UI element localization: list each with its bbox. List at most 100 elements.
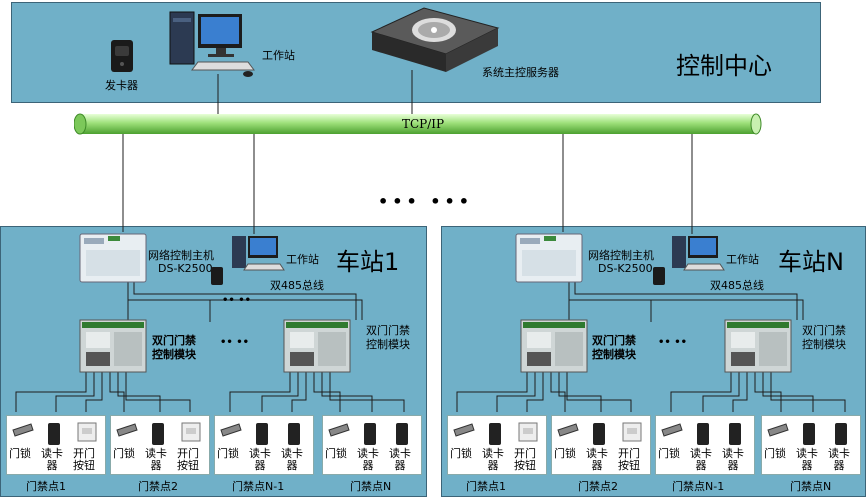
network-controller-icon — [79, 233, 147, 283]
card-reader-icon — [288, 423, 300, 445]
access-point-card: 门锁 读卡 器 开门 按钮 — [551, 415, 651, 475]
module-1-label: 双门门禁 控制模块 — [592, 334, 636, 361]
button-label: 开门 按钮 — [618, 447, 640, 472]
module-2-label: 双门门禁 控制模块 — [366, 324, 410, 351]
ellipsis-small-1: •• •• — [222, 295, 252, 306]
lock-label: 门锁 — [554, 447, 576, 460]
lock-label: 门锁 — [325, 447, 347, 460]
door-lock-icon — [661, 423, 683, 437]
lock-label: 门锁 — [217, 447, 239, 460]
access-point-card: 门锁 读卡 器 读卡 器 — [655, 415, 755, 475]
bus485-label: 双485总线 — [270, 279, 324, 292]
exit-button-icon — [181, 422, 201, 442]
card-reader-icon — [152, 423, 164, 445]
door-module-1-icon — [520, 319, 588, 373]
card-reader-icon — [256, 423, 268, 445]
card-reader-icon — [729, 423, 741, 445]
card-reader-icon — [48, 423, 60, 445]
module-1-label: 双门门禁 控制模块 — [152, 334, 196, 361]
exit-button-icon — [518, 422, 538, 442]
network-controller-icon — [515, 233, 583, 283]
reader-label: 读卡 器 — [281, 447, 303, 472]
module-2-label: 双门门禁 控制模块 — [802, 324, 846, 351]
stations-ellipsis: ••• ••• — [378, 192, 473, 211]
controller-model: DS-K2500 — [158, 262, 213, 275]
access-point-card: 门锁 读卡 器 开门 按钮 — [447, 415, 547, 475]
card-reader-icon — [697, 423, 709, 445]
ellipsis-small-2: •• •• — [220, 337, 250, 348]
reader-label: 读卡 器 — [389, 447, 411, 472]
card-reader-icon — [835, 423, 847, 445]
lock-label: 门锁 — [658, 447, 680, 460]
access-point-label: 门禁点1 — [26, 480, 66, 493]
station-workstation-label: 工作站 — [726, 253, 759, 266]
access-point-card: 门锁 读卡 器 读卡 器 — [214, 415, 314, 475]
door-module-2-icon — [724, 319, 792, 373]
control-center-title: 控制中心 — [676, 52, 772, 80]
reader-label: 读卡 器 — [249, 447, 271, 472]
exit-button-icon — [622, 422, 642, 442]
access-point-label: 门禁点N — [350, 480, 392, 493]
station-card-issuer-icon — [653, 267, 665, 285]
ellipsis-small-3: •• •• — [658, 337, 688, 348]
reader-label: 读卡 器 — [722, 447, 744, 472]
lock-label: 门锁 — [9, 447, 31, 460]
access-point-label: 门禁点N — [790, 480, 832, 493]
reader-label: 读卡 器 — [796, 447, 818, 472]
access-point-card: 门锁 读卡 器 开门 按钮 — [110, 415, 210, 475]
reader-label: 读卡 器 — [482, 447, 504, 472]
button-label: 开门 按钮 — [177, 447, 199, 472]
reader-label: 读卡 器 — [586, 447, 608, 472]
door-module-2-icon — [283, 319, 351, 373]
controller-label: 网络控制主机 — [148, 249, 214, 262]
access-point-label: 门禁点2 — [138, 480, 178, 493]
bus485-label: 双485总线 — [710, 279, 764, 292]
card-reader-icon — [396, 423, 408, 445]
tcp-ip-label: TCP/IP — [402, 117, 445, 131]
station-card-issuer-icon — [211, 267, 223, 285]
station-workstation-label: 工作站 — [286, 253, 319, 266]
station-workstation-icon — [232, 236, 285, 271]
card-reader-icon — [803, 423, 815, 445]
door-lock-icon — [116, 423, 138, 437]
station-workstation-icon — [672, 236, 725, 271]
door-lock-icon — [328, 423, 350, 437]
button-label: 开门 按钮 — [514, 447, 536, 472]
access-point-label: 门禁点N-1 — [232, 480, 285, 493]
controller-model: DS-K2500 — [598, 262, 653, 275]
workstation-icon — [169, 11, 255, 77]
access-point-card: 门锁 读卡 器 读卡 器 — [322, 415, 422, 475]
lock-label: 门锁 — [764, 447, 786, 460]
card-issuer-label: 发卡器 — [105, 79, 138, 92]
access-point-label: 门禁点2 — [578, 480, 618, 493]
door-lock-icon — [12, 423, 34, 437]
access-point-label: 门禁点1 — [466, 480, 506, 493]
card-issuer-icon — [111, 40, 133, 72]
button-label: 开门 按钮 — [73, 447, 95, 472]
card-reader-icon — [593, 423, 605, 445]
access-point-card: 门锁 读卡 器 读卡 器 — [761, 415, 861, 475]
lock-label: 门锁 — [450, 447, 472, 460]
door-lock-icon — [453, 423, 475, 437]
reader-label: 读卡 器 — [41, 447, 63, 472]
door-module-1-icon — [79, 319, 147, 373]
station-1-title: 车站1 — [336, 248, 400, 276]
door-lock-icon — [220, 423, 242, 437]
door-lock-icon — [557, 423, 579, 437]
access-point-card: 门锁 读卡 器 开门 按钮 — [6, 415, 106, 475]
controller-label: 网络控制主机 — [588, 249, 654, 262]
card-reader-icon — [489, 423, 501, 445]
exit-button-icon — [77, 422, 97, 442]
server-label: 系统主控服务器 — [482, 66, 559, 79]
reader-label: 读卡 器 — [828, 447, 850, 472]
tcp-ip-bus — [74, 113, 762, 135]
workstation-label: 工作站 — [262, 49, 295, 62]
door-lock-icon — [767, 423, 789, 437]
lock-label: 门锁 — [113, 447, 135, 460]
station-n-title: 车站N — [778, 248, 844, 276]
server-icon — [370, 7, 500, 72]
access-point-label: 门禁点N-1 — [672, 480, 725, 493]
card-reader-icon — [364, 423, 376, 445]
